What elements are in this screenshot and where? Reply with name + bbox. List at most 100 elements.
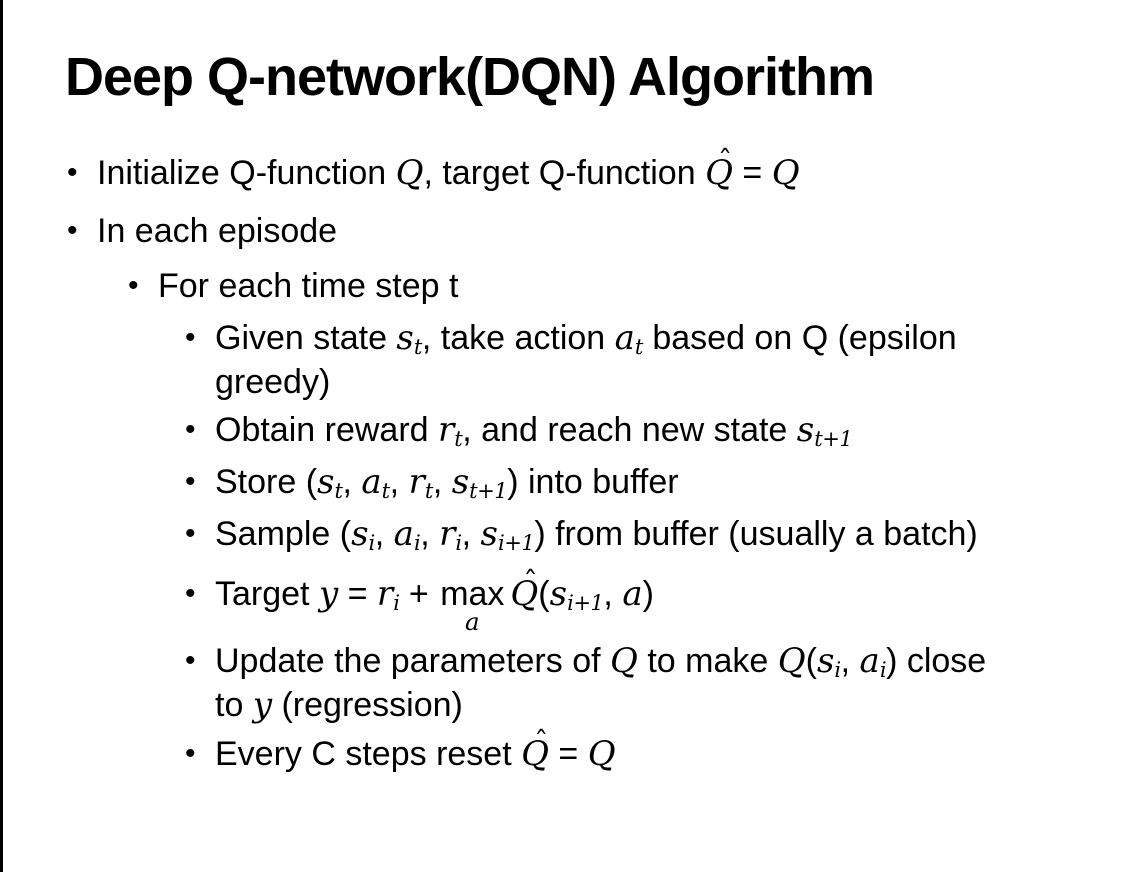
math-subscript: t <box>413 333 422 359</box>
bullet-item: •Update the parameters of Q to make Q(si… <box>185 641 986 725</box>
text-segment: ) close <box>886 642 987 680</box>
text-segment: + <box>399 575 439 613</box>
hat-accent: ˆ <box>533 724 549 759</box>
bullet-text: In each episode <box>97 211 337 251</box>
bullet-item: •In each episode <box>67 211 337 251</box>
math-variable: Q <box>705 153 733 193</box>
math-subscript: t <box>424 477 433 503</box>
math-variable: Q <box>587 734 616 774</box>
bullet-text: Initialize Q-function Q, target Q-functi… <box>97 144 800 193</box>
math-subscript: t <box>634 333 643 359</box>
math-variable: s <box>816 641 835 681</box>
text-segment: , <box>432 463 452 501</box>
bullet-text: Sample (si, ai, ri, si+1) from buffer (u… <box>215 514 978 558</box>
bullet-item: •Given state st, take action at based on… <box>185 318 957 402</box>
bullet-icon: • <box>185 577 196 610</box>
bullet-icon: • <box>185 413 196 446</box>
math-subscript: t <box>381 477 390 503</box>
bullet-item: • Sample (si, ai, ri, si+1) from buffer (… <box>185 514 978 558</box>
text-segment: to <box>215 686 253 724</box>
math-subscript: t <box>454 425 463 451</box>
text-segment: Target <box>215 575 319 613</box>
bullet-icon: • <box>67 156 78 189</box>
math-variable: a <box>859 641 880 681</box>
text-segment: Store ( <box>215 463 318 501</box>
text-segment: , take action <box>421 319 615 357</box>
text-segment: , <box>603 575 623 613</box>
math-variable: a <box>622 574 643 614</box>
text-segment: ( <box>805 642 817 680</box>
math-variable: a <box>393 514 414 554</box>
bullet-item: • Obtain reward rt, and reach new state s… <box>185 410 853 454</box>
text-segment: In each episode <box>97 212 338 250</box>
bullet-text: Obtain reward rt, and reach new state st… <box>215 410 853 454</box>
text-segment: based on Q (epsilon <box>642 319 957 357</box>
math-variable: a <box>614 318 635 358</box>
math-subscript: i <box>368 529 376 555</box>
text-segment: ) <box>642 575 654 613</box>
text-segment: ) from buffer (usually a batch) <box>534 515 978 553</box>
text-segment: = <box>338 575 377 613</box>
bullet-text: Update the parameters of Q to make Q(si,… <box>215 641 986 725</box>
math-variable: s <box>396 318 414 358</box>
bullet-item: •For each time step t <box>128 266 458 306</box>
hat-accent: ˆ <box>717 143 733 178</box>
text-segment: Obtain reward <box>215 411 438 449</box>
text-segment: ( <box>538 575 550 613</box>
math-variable: r <box>408 462 425 502</box>
bullet-icon: • <box>185 644 196 677</box>
max-underscript: a <box>465 607 480 636</box>
math-variable: s <box>451 462 470 502</box>
math-subscript: i+1 <box>567 589 604 615</box>
hat-accent: ˆ <box>523 564 538 599</box>
text-segment: , <box>420 515 440 553</box>
bullet-icon: • <box>185 517 196 550</box>
text-segment: (regression) <box>272 686 463 724</box>
math-variable: Q <box>395 153 424 193</box>
text-segment: , <box>840 642 860 680</box>
text-segment: Sample ( <box>215 515 352 553</box>
math-variable: y <box>252 685 273 725</box>
text-segment: , target Q-function <box>423 154 706 192</box>
math-subscript: i <box>413 529 421 555</box>
text-segment: , <box>389 463 409 501</box>
math-variable: r <box>439 514 456 554</box>
bullet-text: For each time step t <box>158 266 458 306</box>
bullet-icon: • <box>185 465 196 498</box>
text-segment: , and reach new state <box>462 411 797 449</box>
text-segment: greedy) <box>215 363 331 401</box>
text-segment: = <box>732 154 772 192</box>
math-variable: s <box>549 574 568 614</box>
math-subscript: t+1 <box>469 477 508 503</box>
math-variable: Q <box>510 574 539 614</box>
bullet-item: • Store (st, at, rt, st+1) into buffer <box>185 462 679 506</box>
bullet-text: Given state st, take action at based on … <box>215 318 957 402</box>
math-variable: s <box>317 462 335 502</box>
math-variable: r <box>376 574 394 614</box>
math-subscript: i <box>879 656 887 682</box>
bullet-text: Store (st, at, rt, st+1) into buffer <box>215 462 679 506</box>
math-variable: a <box>361 462 382 502</box>
math-variable: Q <box>521 734 549 774</box>
math-variable: s <box>796 410 815 450</box>
math-subscript: i <box>393 589 400 615</box>
math-subscript: t+1 <box>814 425 853 451</box>
text-segment: , <box>374 515 394 553</box>
text-segment: For each time step t <box>158 267 459 305</box>
bullet-item: • Initialize Q-function Q, target Q-funct… <box>67 144 800 193</box>
math-variable: Q <box>610 641 638 681</box>
bullet-icon: • <box>185 321 196 354</box>
max-label: max <box>440 575 505 613</box>
math-variable: r <box>438 410 455 450</box>
text-segment: Every C steps reset <box>215 735 522 773</box>
text-segment: ) into buffer <box>507 463 679 501</box>
